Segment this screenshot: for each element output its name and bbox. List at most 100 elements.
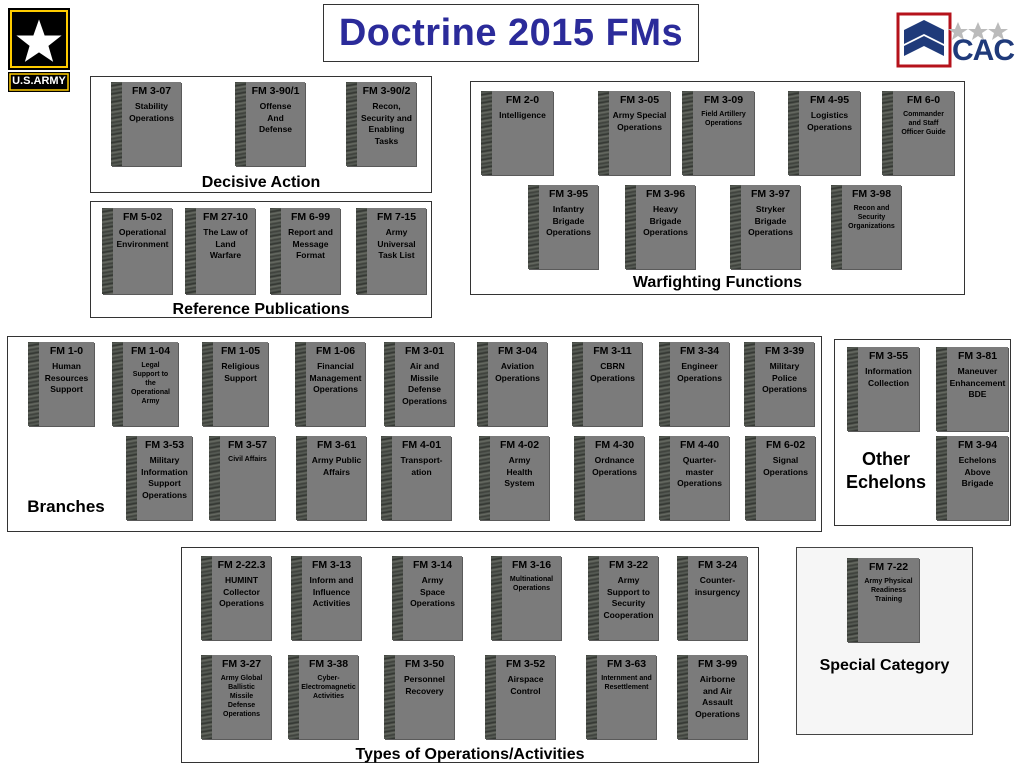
fm-description-line: Organizations (848, 223, 895, 230)
fm-code: FM 3-14 (412, 559, 453, 571)
fm-description-line: Operations (129, 112, 174, 123)
book-spine (936, 347, 947, 431)
fm-description-line: Activities (312, 693, 345, 700)
fm-description-line: Training (874, 596, 903, 603)
fm-description-line: Support (224, 372, 257, 383)
fm-description-line: Land (215, 238, 236, 249)
book-spine (477, 342, 488, 426)
fm-description-line: Brigade (961, 478, 994, 488)
fm-description-line: The Law of (203, 227, 248, 237)
fm-code: FM 3-55 (868, 350, 909, 362)
fm-description-line: Warfare (209, 250, 242, 260)
book-spine (745, 436, 756, 520)
book-spine (847, 347, 858, 431)
decisive-action-label: Decisive Action (201, 174, 321, 191)
fm-description-line: Brigade (649, 215, 682, 226)
fm-description-line: Health (506, 466, 533, 477)
fm-description-line: ation (411, 466, 432, 477)
title-box: Doctrine 2015 FMs (323, 4, 699, 62)
fm-description-line: Operations (546, 227, 591, 237)
fm-code: FM 2-22.3 (217, 559, 266, 571)
fm-description-line: Operations (410, 598, 455, 608)
fm-description-line: Operations (677, 372, 722, 383)
book-spine (346, 82, 357, 166)
fm-description-line: Support (148, 478, 181, 488)
fm-description-line: Ordnance (594, 455, 635, 465)
fm-code: FM 3-34 (679, 345, 720, 357)
fm-description-line: Missile (410, 372, 439, 383)
fm-description-line: Operations (748, 227, 793, 237)
fm-description-line: Universal (377, 238, 416, 249)
book-spine (847, 558, 858, 642)
fm-code: FM 3-01 (404, 345, 445, 357)
fm-description-line: Counter- (699, 575, 736, 585)
fm-description-line: Legal (141, 362, 160, 369)
other-echelons-label-line2: Echelons (845, 472, 927, 492)
fm-description-line: Operations (617, 121, 662, 132)
cac-logo: CAC (896, 12, 1015, 68)
fm-code: FM 1-06 (315, 345, 356, 357)
fm-code: FM 4-40 (679, 439, 720, 451)
special-category-label: Special Category (819, 657, 950, 674)
fm-description-line: Operations (495, 372, 540, 383)
fm-code: FM 4-30 (594, 439, 635, 451)
fm-code: FM 4-95 (809, 94, 850, 106)
fm-description-line: Maneuver (957, 366, 998, 376)
book-spine (291, 556, 302, 640)
book-spine (588, 556, 599, 640)
fm-description-line: Information (865, 366, 912, 376)
